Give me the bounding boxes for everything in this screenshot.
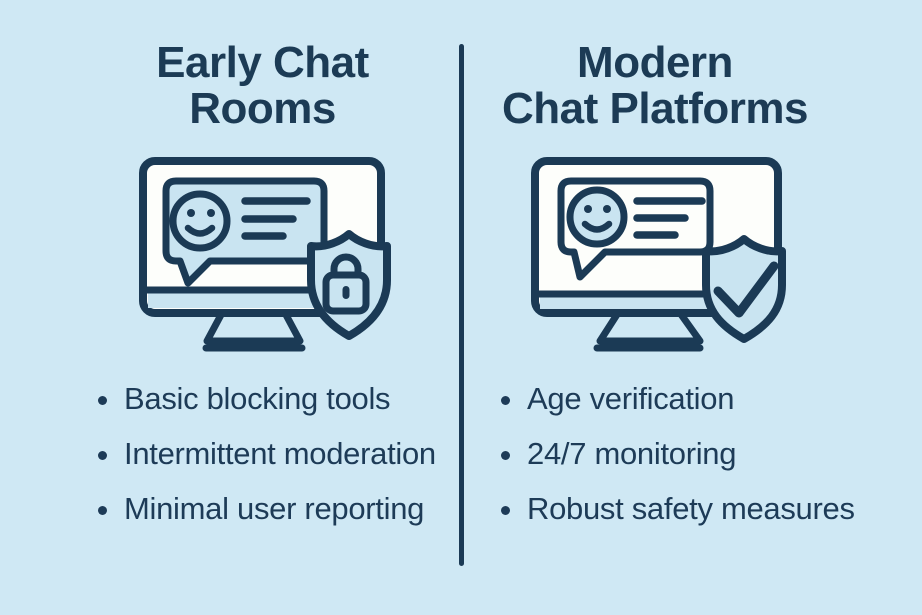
bullet-dot bbox=[501, 450, 510, 460]
bullet-dot bbox=[98, 450, 107, 460]
monitor-chat-shield-lock-icon bbox=[139, 157, 391, 352]
list-item-label: Age verification bbox=[527, 381, 735, 416]
list-item: Minimal user reporting bbox=[98, 491, 436, 526]
list-item: Age verification bbox=[501, 381, 855, 416]
list-item: Robust safety measures bbox=[501, 491, 855, 526]
list-item-label: Minimal user reporting bbox=[124, 491, 425, 526]
monitor-chat-shield-check-icon bbox=[531, 157, 786, 352]
bullet-dot bbox=[501, 505, 510, 515]
right-feature-list: Age verification 24/7 monitoring Robust … bbox=[501, 381, 855, 548]
left-feature-list: Basic blocking tools Intermittent modera… bbox=[98, 381, 436, 548]
list-item: Intermittent moderation bbox=[98, 436, 436, 471]
list-item-label: Intermittent moderation bbox=[124, 436, 436, 471]
list-item-label: Basic blocking tools bbox=[124, 381, 391, 416]
list-item-label: 24/7 monitoring bbox=[527, 436, 737, 471]
bullet-dot bbox=[501, 395, 510, 405]
list-item: 24/7 monitoring bbox=[501, 436, 855, 471]
left-column-title: Early Chat Rooms bbox=[156, 38, 369, 133]
list-item-label: Robust safety measures bbox=[527, 491, 855, 526]
list-item: Basic blocking tools bbox=[98, 381, 436, 416]
right-column-title: Modern Chat Platforms bbox=[502, 38, 808, 133]
bullet-dot bbox=[98, 395, 107, 405]
bullet-dot bbox=[98, 505, 107, 515]
vertical-divider bbox=[459, 44, 464, 566]
